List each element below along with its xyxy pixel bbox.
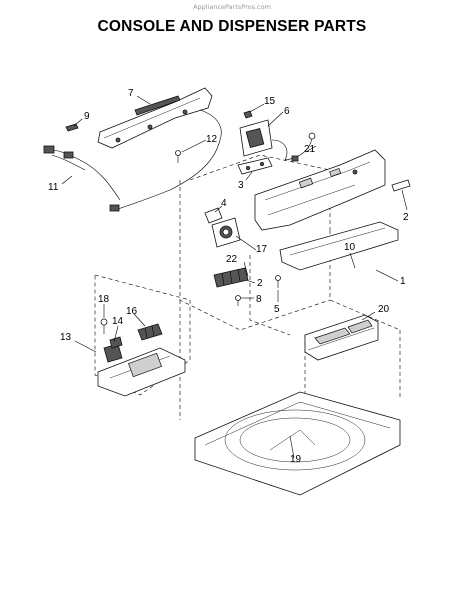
relay-14-part (103, 336, 123, 363)
connector-16-part (137, 323, 163, 341)
callout-21: 21 (304, 144, 316, 155)
callout-14: 14 (112, 316, 124, 327)
callout-3: 3 (238, 180, 244, 191)
callout-11: 11 (48, 182, 59, 193)
callout-19: 19 (290, 454, 302, 465)
callout-16: 16 (126, 306, 138, 317)
callout-9: 9 (84, 111, 90, 122)
callout-18: 18 (98, 294, 110, 305)
callout-6: 6 (284, 106, 290, 117)
callout-20: 20 (378, 304, 390, 315)
lid-lock-17-part (211, 217, 241, 248)
screw-18-part (100, 318, 108, 334)
dispenser-drawer-20-part (304, 314, 379, 361)
callout-12: 12 (206, 134, 218, 145)
connector-2-part (213, 267, 249, 288)
clip-2-right-part (391, 179, 411, 192)
console-cover-part (97, 87, 213, 149)
callout-8: 8 (256, 294, 262, 305)
bracket-3-part (237, 157, 273, 175)
callout-17: 17 (256, 244, 268, 255)
page-title: CONSOLE AND DISPENSER PARTS (97, 18, 367, 35)
leader-lines (61, 95, 408, 459)
callout-2-right: 2 (403, 212, 409, 223)
callout-10: 10 (344, 242, 356, 253)
sensor-21-part (284, 132, 316, 162)
cabinet-top-19-part (194, 391, 401, 496)
screw-5-part (275, 275, 281, 288)
watermark-text: AppliancePartsPros.com (193, 3, 271, 11)
callout-13: 13 (60, 332, 72, 343)
control-panel-10-part (279, 221, 399, 271)
callout-7: 7 (128, 88, 134, 99)
control-board-part (239, 119, 288, 161)
wire-harness-part (43, 109, 222, 212)
screw-12-part (175, 150, 181, 163)
callout-1: 1 (400, 276, 406, 287)
callout-5: 5 (274, 304, 280, 315)
screw-15-part (243, 110, 253, 119)
callout-22: 22 (226, 254, 238, 265)
screw-8-part (235, 295, 241, 306)
control-module-13-part (97, 347, 186, 397)
switch-4-part (204, 207, 223, 224)
callout-labels: 7 9 11 12 15 6 3 21 2 4 17 10 1 22 2 8 5… (48, 88, 409, 465)
callout-4: 4 (221, 198, 227, 209)
console-housing-part (254, 149, 386, 231)
callout-15: 15 (264, 96, 276, 107)
callout-2-middle: 2 (257, 278, 263, 289)
clip-part (65, 123, 79, 132)
